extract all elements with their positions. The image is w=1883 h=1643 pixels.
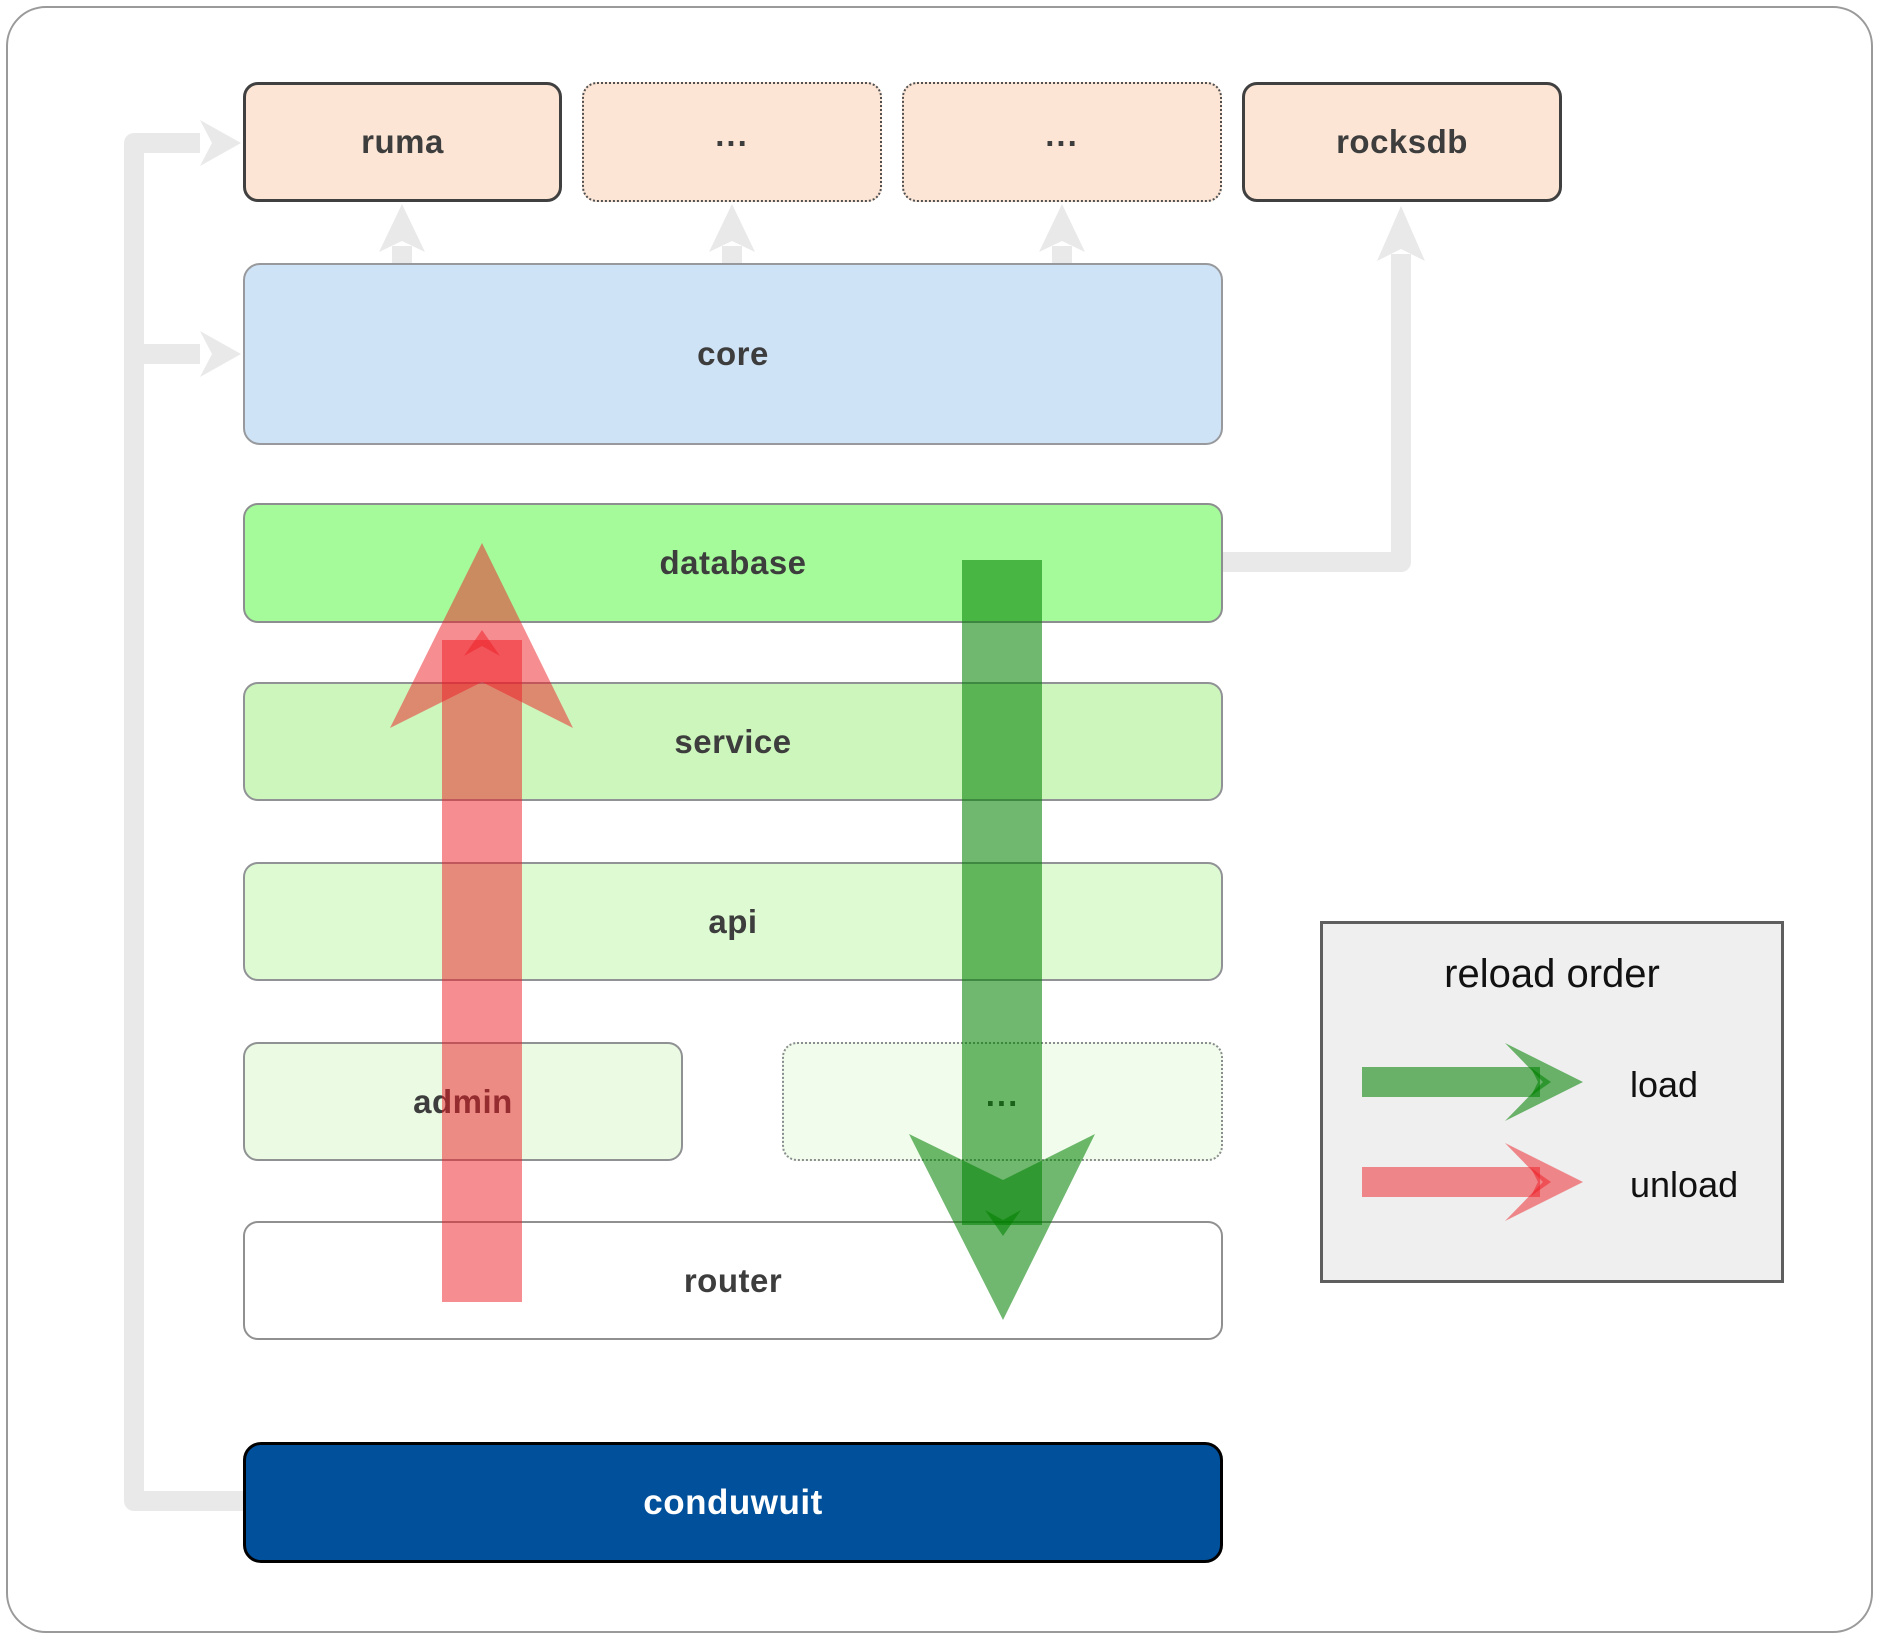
arrowhead-into-ruma-icon (200, 120, 241, 166)
database-to-rocksdb-connector (1223, 254, 1411, 572)
legend-reload-order: reload order load unload (1320, 921, 1784, 1283)
legend-title: reload order (1444, 952, 1660, 996)
arrowhead-into-core-icon (200, 331, 241, 377)
core-to-dots1-arrowhead-icon (709, 204, 755, 252)
arrowhead-into-rocksdb-icon (1377, 206, 1425, 261)
core-to-dots2-arrowhead-icon (1039, 204, 1085, 252)
legend-unload-label: unload (1630, 1164, 1739, 1205)
conduwuit-to-ruma-connector (124, 133, 243, 1511)
legend-load-label: load (1630, 1064, 1699, 1105)
core-to-ruma-arrowhead-icon (379, 204, 425, 252)
outer-frame (6, 6, 1873, 1633)
